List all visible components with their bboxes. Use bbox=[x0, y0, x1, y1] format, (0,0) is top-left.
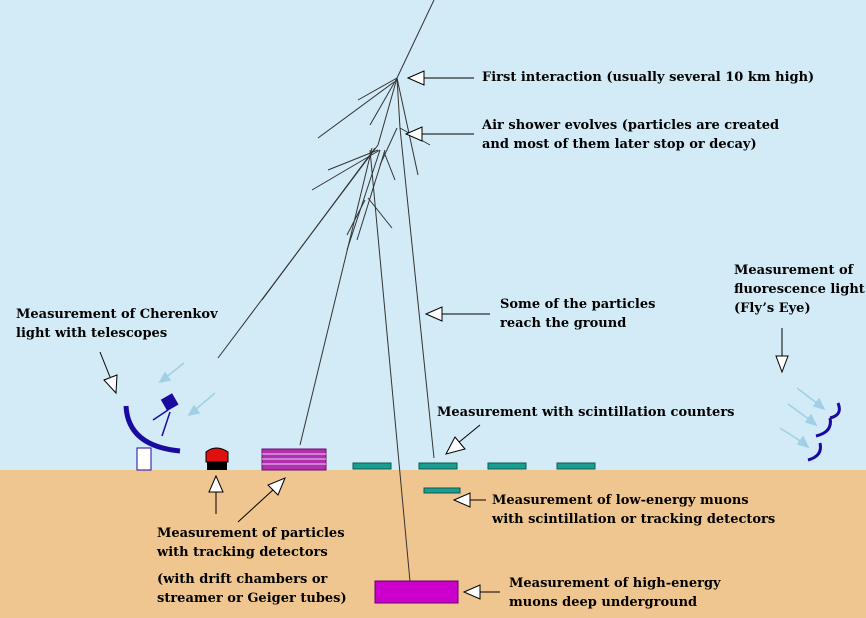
arrow-air-shower bbox=[404, 126, 474, 142]
red-tracking-detector bbox=[205, 447, 229, 470]
label-drift-chambers: (with drift chambers or streamer or Geig… bbox=[157, 572, 347, 606]
arrow-first-interaction bbox=[406, 70, 474, 86]
tracking-stack bbox=[261, 448, 327, 471]
arrow-scintillation bbox=[445, 424, 481, 455]
label-tracking: Measurement of particles with tracking d… bbox=[157, 526, 345, 560]
arrow-tracking-stack bbox=[237, 477, 286, 523]
arrow-tracking-red bbox=[208, 474, 224, 514]
label-fluorescence: Measurement of fluorescence light (Fly’s… bbox=[734, 263, 865, 316]
label-low-energy-muons: Measurement of low-energy muons with sci… bbox=[492, 493, 776, 527]
arrow-high-energy-muons bbox=[462, 584, 500, 600]
arrow-low-energy-muons bbox=[452, 492, 486, 508]
label-cherenkov: Measurement of Cherenkov light with tele… bbox=[16, 307, 218, 341]
label-first-interaction: First interaction (usually several 10 km… bbox=[482, 70, 815, 85]
label-air-shower: Air shower evolves (particles are create… bbox=[482, 118, 780, 152]
label-scintillation: Measurement with scintillation counters bbox=[437, 405, 735, 420]
underground-detector bbox=[374, 580, 459, 604]
arrow-reach-ground bbox=[424, 306, 490, 322]
arrow-cherenkov bbox=[99, 351, 118, 395]
label-reach-ground: Some of the particles reach the ground bbox=[500, 297, 656, 331]
scintillation-counters bbox=[352, 462, 596, 494]
fluorescence-detectors bbox=[807, 402, 841, 462]
cherenkov-telescope bbox=[123, 393, 181, 471]
arrow-fluorescence bbox=[775, 328, 789, 374]
light-rays bbox=[158, 362, 826, 449]
label-high-energy-muons: Measurement of high-energy muons deep un… bbox=[509, 576, 721, 610]
annotation-arrows bbox=[99, 70, 789, 600]
shower-tracks bbox=[217, 0, 435, 604]
